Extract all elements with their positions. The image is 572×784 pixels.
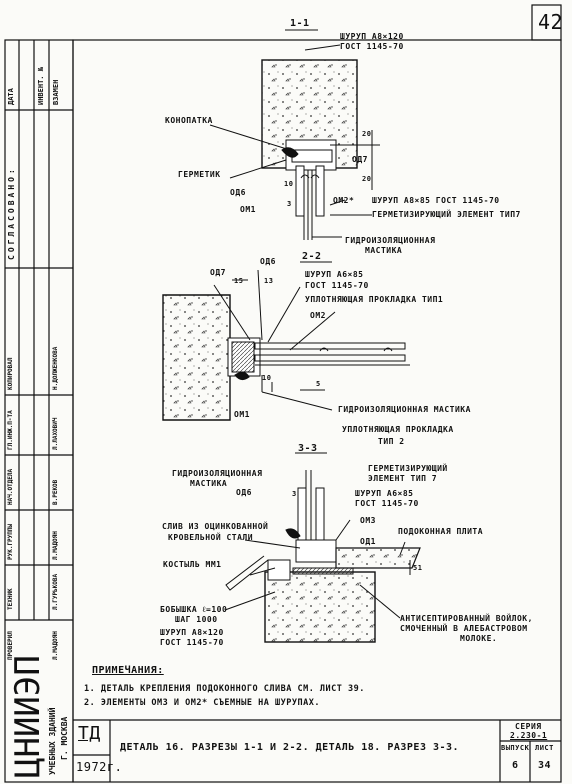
org-logo-text: ЦНИИЭП [8,655,48,778]
stamp-instead: ВЗАМЕН [52,79,60,105]
org-sub-2: Г. МОСКВА [60,716,69,760]
issue-label: ВЫПУСК [501,744,530,752]
label-drip-1: СЛИВ ИЗ ОЦИНКОВАННОЙ [162,522,269,531]
label-om2: ОМ2* [333,196,355,205]
title-block-year: 1972г. [76,760,123,774]
name-2: Л.МАДОЯН [52,531,59,560]
issue-value: 6 [512,760,519,771]
series-label: СЕРИЯ [515,722,542,731]
label-screw-a8-120-3: ШУРУП А8×120 [160,628,224,637]
label-gost-4: ГОСТ 1145-70 [160,638,224,647]
label-od6: ОД6 [230,188,246,197]
label-mastic: МАСТИКА [365,246,403,255]
label-germetik: ГЕРМЕТИК [178,170,221,179]
stamp-approved: СОГЛАСОВАНО: [7,166,16,260]
label-seal-element: ГЕРМЕТИЗИРУЮЩИЙ ЭЛЕМЕНТ ТИП7 [372,210,521,219]
label-sill-plate: ПОДОКОННАЯ ПЛИТА [398,527,484,536]
title-block-td: ТД [78,723,101,744]
label-gasket-type1: УПЛОТНЯЮЩАЯ ПРОКЛАДКА ТИП1 [305,295,444,304]
label-om3: ОМ3 [360,516,376,525]
label-om2-2: ОМ2 [310,311,326,320]
label-seal-3: ГЕРМЕТИЗИРУЮЩИЙ [368,464,448,473]
role-1: ТЕХНИК [7,588,14,610]
name-4: Л.ЛАХОВИЧ [52,417,59,450]
stamp-date: ДАТА [7,88,15,105]
label-felt-2: СМОЧЕННЫЙ В АЛЕБАСТРОВОМ [400,624,528,633]
label-om1: ОМ1 [240,205,256,214]
name-0: Л.МАДОЯН [52,631,59,660]
label-screw-a8-120: ШУРУП А8×120 [340,32,404,41]
label-step: ШАГ 1000 [175,615,218,624]
role-4: ГЛ.ИНЖ.П-ТА [7,410,14,450]
label-od7-2: ОД7 [210,268,226,277]
label-screw-a6-85-3: ШУРУП А6×85 [355,489,414,498]
label-type2: ТИП 2 [378,437,405,446]
label-od6-3: ОД6 [236,488,252,497]
section-title-2-2: 2-2 [302,251,322,262]
label-konopatka: КОНОПАТКА [165,116,213,125]
label-od1: ОД1 [360,537,376,546]
label-felt-1: АНТИСЕПТИРОВАННЫЙ ВОЙЛОК, [400,614,533,623]
section-title-1-1: 1-1 [290,18,310,29]
dim-3-3: 3 [292,490,297,498]
dim-20-b: 20 [362,175,372,183]
label-mastic-3: МАСТИКА [190,479,228,488]
label-hydro-mastic: ГИДРОИЗОЛЯЦИОННАЯ МАСТИКА [338,405,471,414]
dim-10: 10 [284,180,294,188]
label-felt-3: МОЛОКЕ. [460,634,498,643]
label-om1-2: ОМ1 [234,410,250,419]
dim-5: 5 [316,380,321,388]
label-drip-2: КРОВЕЛЬНОЙ СТАЛИ [168,533,254,542]
dim-20-a: 20 [362,130,372,138]
name-5: Н.ДОЛЖЕНКОВА [52,346,59,390]
label-gost-2: ГОСТ 1145-70 [305,281,369,290]
name-3: В.РЕКОВ [52,479,59,505]
label-od6-2: ОД6 [260,257,276,266]
title-block-title: ДЕТАЛЬ 16. РАЗРЕЗЫ 1-1 И 2-2. ДЕТАЛЬ 18.… [120,742,460,753]
note-2: 2. ЭЛЕМЕНТЫ ОМ3 И ОМ2* СЪЕМНЫЕ НА ШУРУПА… [84,698,320,708]
series-value: 2.230-1 [510,731,548,740]
dim-10-2: 10 [262,374,272,382]
dim-3: 3 [287,200,292,208]
label-kostyl: КОСТЫЛЬ ММ1 [163,560,222,569]
role-0: ПРОВЕРИЛ [7,631,14,660]
label-gost-3: ГОСТ 1145-70 [355,499,419,508]
dim-51: 51 [413,564,423,572]
org-sub-1: УЧЕБНЫХ ЗДАНИЙ [48,707,57,775]
note-1: 1. ДЕТАЛЬ КРЕПЛЕНИЯ ПОДОКОННОГО СЛИВА СМ… [84,684,365,694]
label-screw-a8-85: ШУРУП А8×85 ГОСТ 1145-70 [372,196,500,205]
stamp-inv: ИНВЕНТ. № [37,67,45,105]
label-gost: ГОСТ 1145-70 [340,42,404,51]
label-hydro-3: ГИДРОИЗОЛЯЦИОННАЯ [172,469,263,478]
role-5: КОПИРОВАЛ [7,357,14,390]
dim-15: 15 [234,277,244,285]
label-od7: ОД7 [352,155,368,164]
sheet-value: 34 [538,760,552,771]
notes-title: ПРИМЕЧАНИЯ: [92,665,164,676]
name-1: Л.ГУРЬКОВА [52,573,59,610]
label-screw-a6-85: ШУРУП А6×85 [305,270,364,279]
dim-13: 13 [264,277,274,285]
label-seal-type7: ЭЛЕМЕНТ ТИП 7 [368,474,438,483]
sheet-number: 42 [538,10,564,34]
section-title-3-3: 3-3 [298,443,318,454]
label-gasket-type2: УПЛОТНЯЮЩАЯ ПРОКЛАДКА [342,425,454,434]
sheet-label: ЛИСТ [535,744,554,752]
role-2: РУК.ГРУППЫ [7,523,14,560]
role-3: НАЧ.ОТДЕЛА [7,468,14,505]
label-bobyshka: БОБЫШКА ℓ=100 [160,605,228,614]
label-hydro: ГИДРОИЗОЛЯЦИОННАЯ [345,236,436,245]
